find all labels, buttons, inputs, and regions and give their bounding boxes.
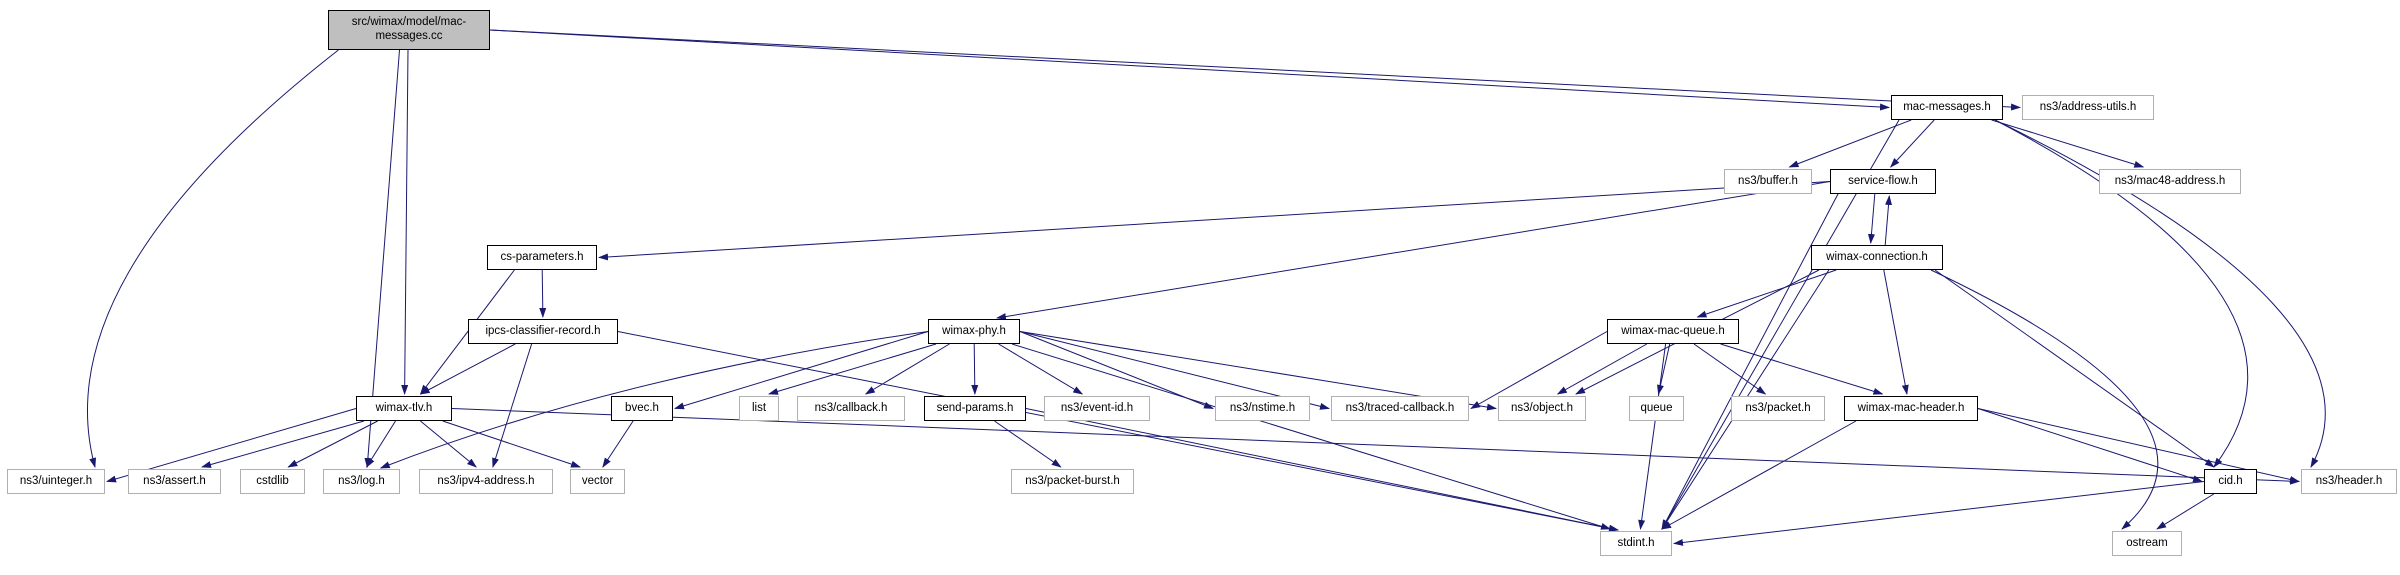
include-edge <box>674 331 929 410</box>
graph-node-ostream: ostream <box>2112 531 2182 556</box>
include-edge <box>768 343 937 395</box>
graph-node-send-params-h[interactable]: send-params.h <box>924 396 1026 421</box>
include-edge <box>1661 193 1839 530</box>
include-edge <box>1890 119 1935 168</box>
include-edge <box>971 343 979 395</box>
include-edge <box>1883 269 1909 395</box>
include-edge <box>401 49 409 395</box>
include-edge <box>1720 343 1884 395</box>
include-edge <box>489 29 2021 111</box>
include-edge <box>994 420 1062 468</box>
include-edge <box>366 420 396 468</box>
include-edge <box>1884 195 1893 246</box>
graph-node-wimax-mac-queue-h[interactable]: wimax-mac-queue.h <box>1607 319 1739 344</box>
graph-node-ns3-traced-callback-h: ns3/traced-callback.h <box>1331 396 1469 421</box>
graph-node-mac-messages-h[interactable]: mac-messages.h <box>1891 95 2003 120</box>
graph-node-bvec-h[interactable]: bvec.h <box>611 396 673 421</box>
include-edge <box>419 269 515 395</box>
include-edge <box>539 269 547 318</box>
include-edge <box>598 181 1831 261</box>
graph-node-ns3-nstime-h: ns3/nstime.h <box>1215 396 1310 421</box>
include-edge <box>1673 481 2205 546</box>
graph-node-ns3-callback-h: ns3/callback.h <box>797 396 905 421</box>
include-edge <box>1994 119 2249 468</box>
include-edge <box>996 181 1831 320</box>
include-edge <box>1019 331 1497 411</box>
graph-node-ns3-packet-burst-h: ns3/packet-burst.h <box>1011 469 1134 494</box>
graph-node-ns3-header-h: ns3/header.h <box>2301 469 2397 494</box>
include-edge <box>1019 331 1330 410</box>
include-edge <box>1867 193 1876 244</box>
include-edge <box>1638 343 1667 530</box>
graph-node-ns3-object-h: ns3/object.h <box>1498 396 1586 421</box>
include-edge <box>201 420 365 468</box>
include-edge <box>998 343 1084 395</box>
include-edge <box>1661 420 1857 530</box>
include-edge <box>617 331 1619 532</box>
graph-node-wimax-phy-h[interactable]: wimax-phy.h <box>928 319 1020 344</box>
graph-node-stdint-h: stdint.h <box>1600 531 1672 556</box>
graph-node-ns3-assert-h: ns3/assert.h <box>128 469 221 494</box>
graph-node-ns3-event-id-h: ns3/event-id.h <box>1044 396 1150 421</box>
graph-node-queue: queue <box>1629 396 1684 421</box>
include-edge <box>1025 408 1619 532</box>
graph-node-ns3-ipv4-address-h: ns3/ipv4-address.h <box>419 469 553 494</box>
include-edge <box>602 420 634 468</box>
graph-node-ns3-log-h: ns3/log.h <box>323 469 400 494</box>
graph-node-wimax-mac-header-h[interactable]: wimax-mac-header.h <box>1844 396 1978 421</box>
include-edge <box>1930 269 2159 530</box>
graph-node-ns3-mac48-address-h: ns3/mac48-address.h <box>2099 169 2241 194</box>
graph-node-vector: vector <box>570 469 625 494</box>
include-edge <box>1788 119 1912 168</box>
graph-node-ipcs-classifier-record-h[interactable]: ipcs-classifier-record.h <box>468 319 618 344</box>
graph-node-ns3-buffer-h: ns3/buffer.h <box>1724 169 1812 194</box>
include-edge <box>492 343 533 468</box>
include-edge <box>1019 331 1214 409</box>
include-edge <box>2156 493 2215 530</box>
graph-node-ns3-uinteger-h: ns3/uinteger.h <box>7 469 105 494</box>
include-edge <box>864 343 950 395</box>
include-edge <box>419 343 516 395</box>
graph-node-cstdlib: cstdlib <box>240 469 305 494</box>
graph-node-wimax-tlv-h[interactable]: wimax-tlv.h <box>356 396 452 421</box>
include-edge <box>1934 269 2215 468</box>
include-edge <box>442 420 581 468</box>
graph-node-cs-parameters-h[interactable]: cs-parameters.h <box>487 245 597 270</box>
include-edge <box>1693 343 1767 395</box>
include-edge <box>1994 119 2326 468</box>
graph-node-ns3-address-utils-h: ns3/address-utils.h <box>2022 95 2154 120</box>
include-edge <box>379 331 929 469</box>
include-edge <box>1991 119 2145 168</box>
include-edge <box>1696 269 1837 318</box>
include-edge <box>1556 343 1648 395</box>
graph-node-list: list <box>739 396 779 421</box>
include-edge <box>287 420 378 468</box>
include-edge <box>1470 331 1608 409</box>
graph-node-wimax-connection-h[interactable]: wimax-connection.h <box>1811 245 1943 270</box>
include-edge <box>1977 408 2203 483</box>
graph-node-cid-h[interactable]: cid.h <box>2204 469 2257 494</box>
include-edge <box>420 420 477 468</box>
graph-node-src-wimax-model-mac-messages-cc: src/wimax/model/mac-messages.cc <box>328 10 490 50</box>
graph-node-ns3-packet-h: ns3/packet.h <box>1731 396 1825 421</box>
graph-node-service-flow-h[interactable]: service-flow.h <box>1830 169 1936 194</box>
include-edge <box>1011 343 1611 530</box>
include-edge <box>489 29 1890 111</box>
include-edge <box>87 49 339 468</box>
